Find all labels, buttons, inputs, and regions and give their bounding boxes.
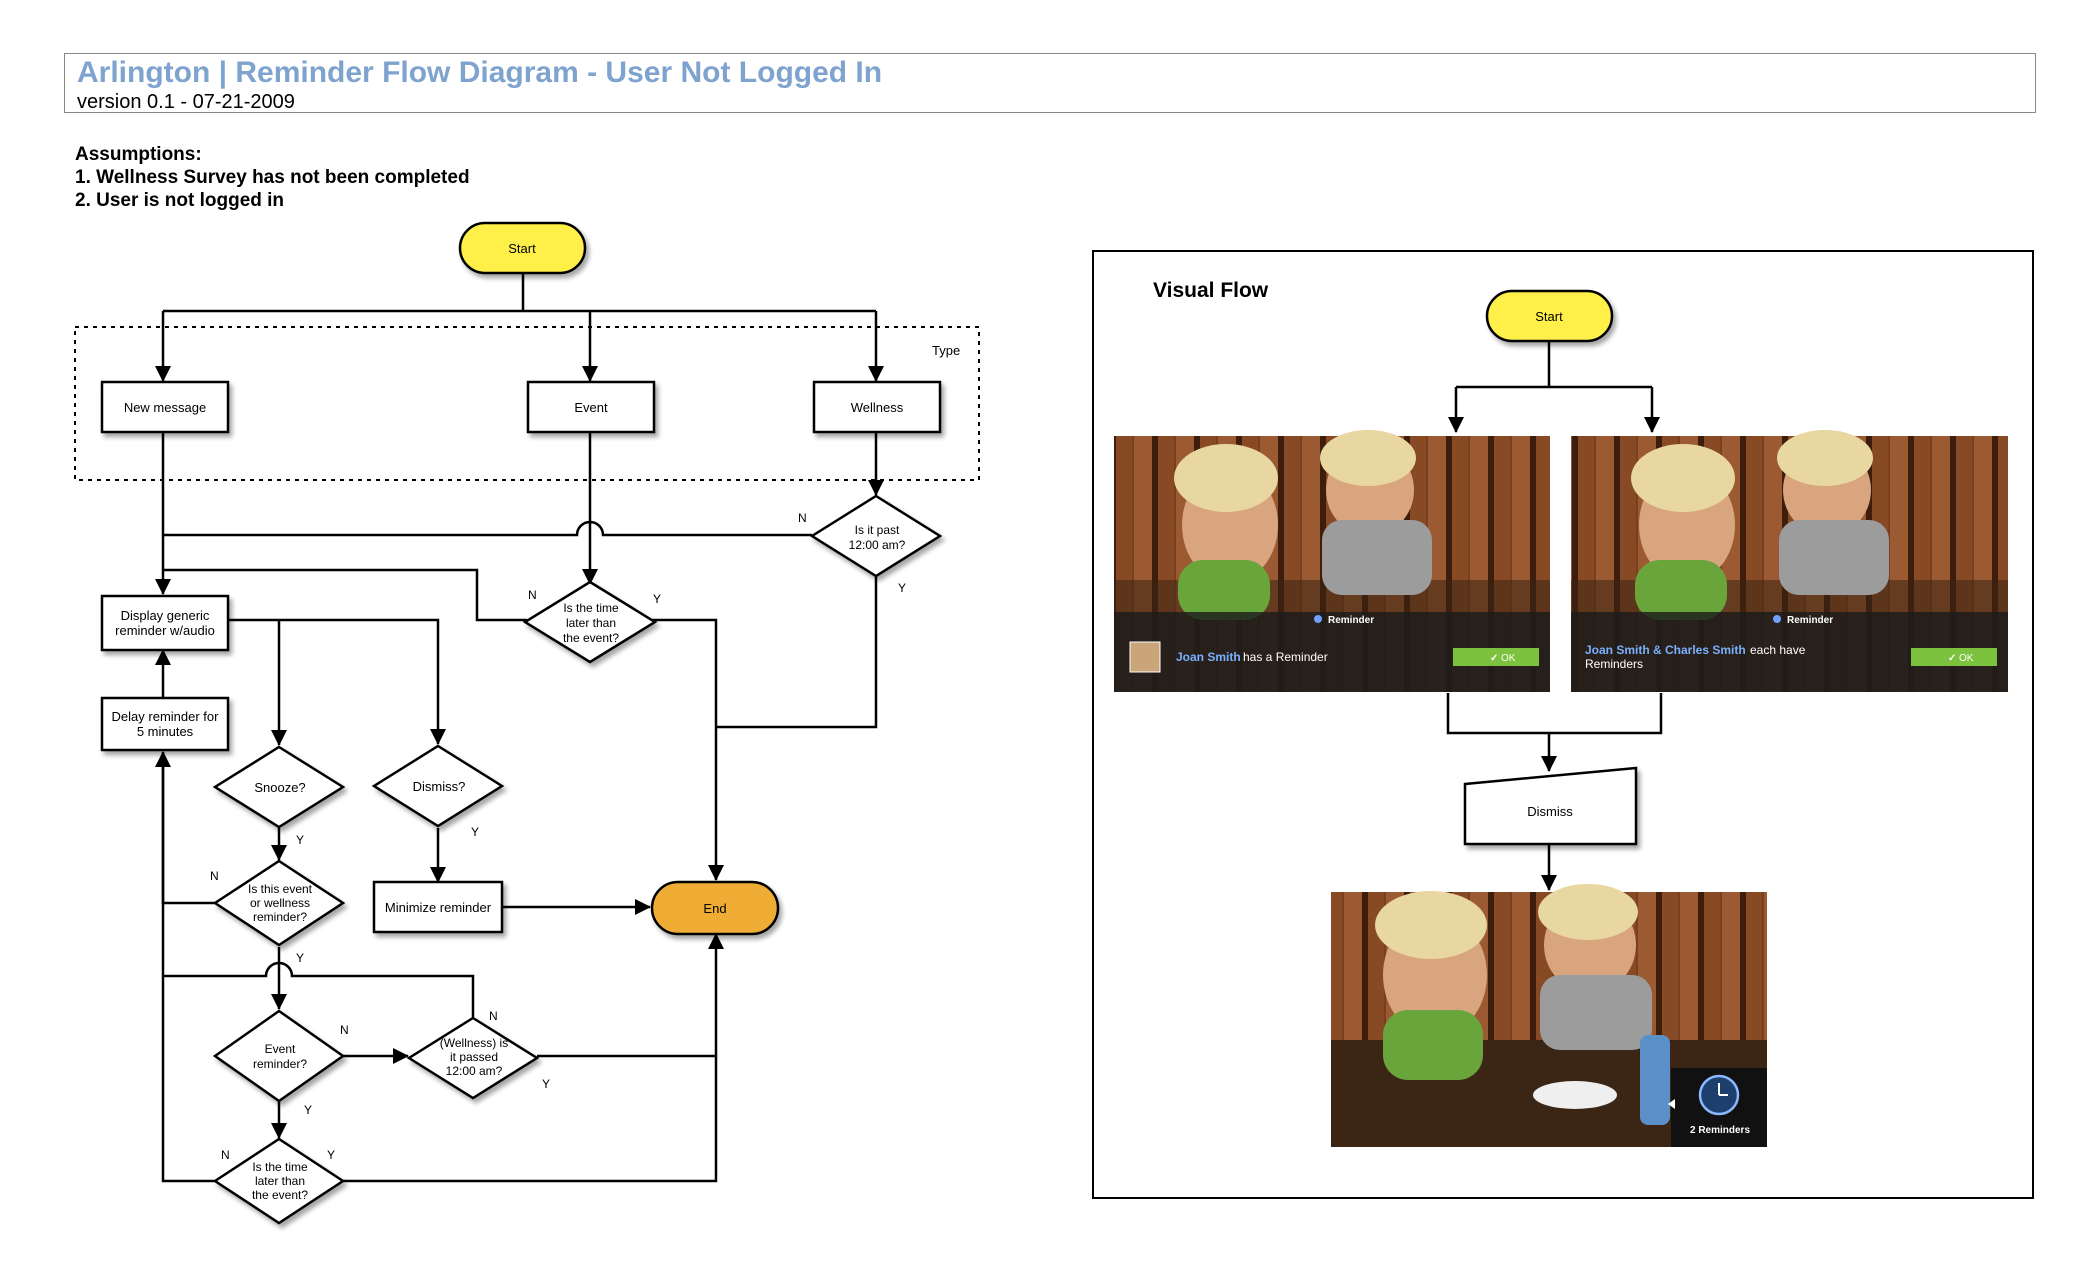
wellness-label: Wellness — [851, 400, 904, 415]
header-box: Arlington | Reminder Flow Diagram - User… — [64, 53, 2036, 113]
no-label: N — [210, 869, 219, 883]
box-line: Delay reminder for — [112, 709, 220, 724]
assumptions-heading: Assumptions: — [75, 144, 202, 165]
event-box: Event — [526, 380, 656, 434]
time-later-decision-2: Is the time later than the event? — [212, 1137, 346, 1225]
event-label: Event — [574, 400, 608, 415]
ok-label: OK — [1959, 653, 1974, 664]
wellness-box: Wellness — [812, 380, 942, 434]
ok-button[interactable] — [1453, 648, 1539, 666]
avatar — [1129, 641, 1161, 673]
dismiss-q-label: Dismiss? — [413, 779, 466, 794]
event-or-wellness-decision: Is this event or wellness reminder? — [212, 859, 346, 947]
dismiss-decision: Dismiss? — [371, 744, 505, 828]
yes-label: Y — [296, 833, 304, 847]
decision-line: later than — [255, 1174, 305, 1188]
no-label: N — [489, 1009, 498, 1023]
yes-label: Y — [898, 581, 906, 595]
new-message-box: New message — [100, 380, 230, 434]
no-label: N — [528, 588, 537, 602]
no-label: N — [221, 1148, 230, 1162]
decision-line: 12:00 am? — [446, 1064, 503, 1078]
reminder-text: each have — [1750, 643, 1806, 657]
reminder-names: Joan Smith & Charles Smith — [1585, 643, 1746, 657]
yes-label: Y — [304, 1103, 312, 1117]
check-icon: ✓ — [1490, 653, 1498, 664]
wellness-passed-decision: (Wellness) is it passed 12:00 am? — [406, 1016, 540, 1100]
visual-flow-panel — [1092, 250, 2034, 1199]
check-icon: ✓ — [1948, 653, 1956, 664]
assumptions: Assumptions: 1. Wellness Survey has not … — [75, 143, 470, 212]
end-label: End — [703, 901, 726, 916]
reminder-text: Reminders — [1585, 657, 1643, 671]
yes-label: Y — [296, 951, 304, 965]
reminder-count: 2 Reminders — [1690, 1125, 1750, 1136]
time-later-decision-1: Is the time later than the event? — [522, 580, 658, 664]
visual-start-node: Start — [1485, 289, 1614, 343]
chevron-left-icon — [1668, 1099, 1675, 1109]
reminder-name: Joan Smith — [1176, 650, 1241, 664]
visual-flow-title: Visual Flow — [1153, 279, 1269, 302]
visual-flow-connectors — [1446, 340, 1663, 891]
snooze-decision: Snooze? — [212, 745, 346, 829]
yes-label: Y — [327, 1148, 335, 1162]
visual-dismiss-node: Dismiss — [1463, 766, 1638, 846]
no-label: N — [340, 1023, 349, 1037]
decision-line: or wellness — [250, 896, 310, 910]
new-message-label: New message — [124, 400, 206, 415]
reminder-screen-3: 2 Reminders — [1331, 884, 1767, 1147]
ok-button[interactable] — [1911, 648, 1997, 666]
assumption-item: 1. Wellness Survey has not been complete… — [75, 167, 470, 188]
decision-line: Is this event — [248, 882, 313, 896]
start-label: Start — [508, 241, 536, 256]
decision-line: the event? — [252, 1188, 308, 1202]
visual-dismiss-label: Dismiss — [1527, 804, 1573, 819]
start-node: Start — [458, 221, 587, 275]
end-node: End — [650, 880, 780, 936]
decision-line: 12:00 am? — [849, 538, 906, 552]
decision-line: Is the time — [563, 601, 619, 615]
decision-line: later than — [566, 616, 616, 630]
box-line: 5 minutes — [137, 724, 194, 739]
assumption-item: 2. User is not logged in — [75, 190, 285, 211]
decision-line: reminder? — [253, 1057, 307, 1071]
decision-line: Is the time — [252, 1160, 308, 1174]
no-label: N — [798, 511, 807, 525]
yes-label: Y — [653, 592, 661, 606]
type-label: Type — [932, 343, 960, 358]
plate — [1533, 1081, 1617, 1109]
yes-label: Y — [471, 825, 479, 839]
reminder-text: has a Reminder — [1243, 650, 1328, 664]
minimize-label: Minimize reminder — [385, 900, 492, 915]
snooze-label: Snooze? — [254, 780, 305, 795]
reminder-tag: Reminder — [1328, 615, 1374, 626]
box-line: Display generic — [121, 608, 210, 623]
yes-label: Y — [542, 1077, 550, 1091]
delay-reminder-box: Delay reminder for 5 minutes — [100, 696, 230, 752]
page-title: Arlington | Reminder Flow Diagram - User… — [77, 56, 883, 89]
reminder-tag: Reminder — [1787, 615, 1833, 626]
flow-connectors — [155, 272, 884, 1183]
decision-line: the event? — [563, 631, 619, 645]
decision-line: Event — [265, 1042, 296, 1056]
decision-line: Is it past — [855, 523, 900, 537]
decision-line: it passed — [450, 1050, 498, 1064]
version-text: version 0.1 - 07-21-2009 — [77, 91, 295, 113]
reminder-screen-1: Reminder Joan Smith has a Reminder ✓ OK — [1114, 430, 1550, 692]
display-generic-box: Display generic reminder w/audio — [100, 594, 230, 652]
type-group — [74, 326, 980, 481]
visual-start-label: Start — [1535, 309, 1563, 324]
minimize-box: Minimize reminder — [372, 880, 504, 934]
past-midnight-decision: Is it past 12:00 am? — [809, 494, 943, 578]
ok-label: OK — [1501, 653, 1516, 664]
decision-line: (Wellness) is — [440, 1036, 508, 1050]
box-line: reminder w/audio — [115, 623, 215, 638]
decision-line: reminder? — [253, 910, 307, 924]
event-reminder-decision: Event reminder? — [212, 1009, 346, 1103]
reminder-screen-2: Reminder Joan Smith & Charles Smith each… — [1571, 430, 2008, 692]
